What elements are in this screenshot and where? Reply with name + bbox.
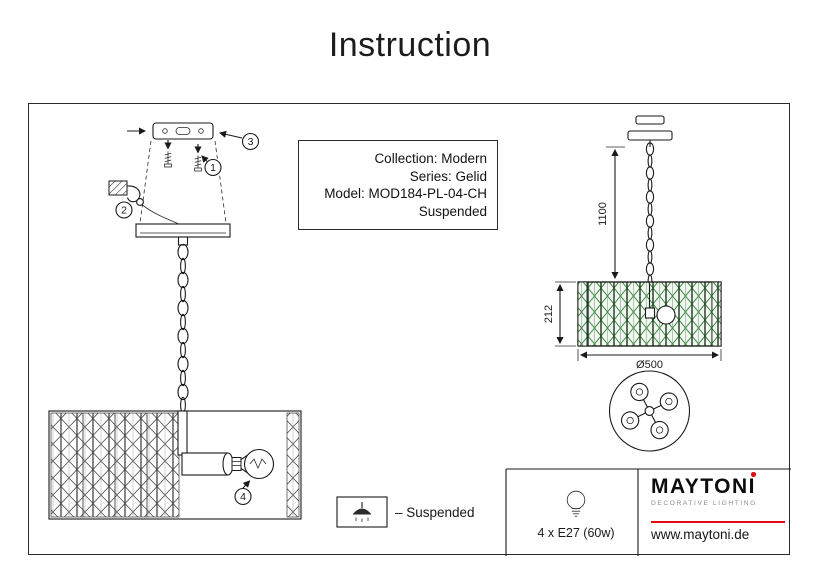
info-collection: Collection: Modern [374,151,487,166]
lamp-spec: 4 x E27 (60w) [537,490,615,540]
hook-detail [108,180,179,224]
mounting-legend: – Suspended [336,496,475,528]
lamp-socket [231,457,242,471]
ceiling-mount-plate [152,122,214,140]
hook-leader-line [142,204,179,224]
callout-3: 3 [248,136,254,148]
shade-edge-left [577,281,588,347]
dim-label-diameter: Ø500 [636,359,663,371]
content-frame: 3 1 2 4 [28,103,791,556]
page-title: Instruction [328,26,492,64]
projection-line-right [214,140,227,224]
hook-ring [136,198,144,206]
crystal-shade-drawing [48,410,302,520]
bulb-icon [566,490,586,517]
inner-socket [644,307,656,319]
info-model: Model: MOD184-PL-04-CH [324,186,487,202]
exploded-view-drawing: 3 1 2 4 [48,122,302,520]
callout-badges: 3 1 2 4 [115,130,260,506]
bulb-drawing [240,448,275,480]
inner-bulb [656,305,676,325]
callout-4-circle [234,487,252,506]
plate-hole-right [198,128,204,134]
pendant-icon [352,508,372,515]
info-mount-type: Suspended [418,203,487,219]
dim-label-1100: 1100 [597,202,609,226]
legend-label: – Suspended [395,505,475,520]
plate-hole-left [162,128,168,134]
hook-icon [126,185,141,203]
info-series: Series: Gelid [409,168,487,184]
callout-3-leader [218,130,243,139]
product-info-box: Collection: Modern Series: Gelid Model: … [298,140,498,230]
canopy-cover-top [635,115,665,125]
instruction-drawings: 3 1 2 4 [48,115,791,556]
screw-1 [164,151,172,168]
dim-label-212: 212 [543,305,555,323]
brand-accent-line [651,521,785,524]
dimension-drawing: 1100 212 Ø500 [543,115,722,452]
brand-tagline: DECORATIVE LIGHTING [651,500,757,507]
brand-red-dot-icon [751,472,757,477]
callout-1-leader [201,155,209,163]
brand-name: MAYTONI [651,475,757,498]
top-view [608,370,691,452]
lamp-spec-label: 4 x E27 (60w) [537,526,614,540]
chain-small [645,142,655,288]
wall-anchor [108,180,128,196]
plate-slot [175,127,191,135]
lamp-arm [181,452,229,476]
top-view-outline [608,370,691,452]
shade-edge-right [711,281,722,347]
callout-3-circle [241,132,260,151]
canopy [135,223,231,238]
callout-1: 1 [210,162,216,174]
brand-website: www.maytoni.de [651,527,750,543]
shade-stem [177,410,188,456]
callout-2: 2 [121,205,127,217]
callout-2-circle [115,201,133,219]
projection-line-left [139,140,152,224]
brand-block: MAYTONI DECORATIVE LIGHTING www.maytoni.… [651,472,789,543]
canopy-cover-bottom [627,130,673,141]
callout-4: 4 [240,491,246,503]
screw-2 [194,155,202,172]
brand-logo: MAYTONI [651,472,757,499]
callout-4-leader [242,480,251,489]
suspension-chain [177,243,189,414]
callout-1-circle [204,158,222,177]
canopy-stem [177,236,189,246]
crystal-panels-right [286,412,300,518]
